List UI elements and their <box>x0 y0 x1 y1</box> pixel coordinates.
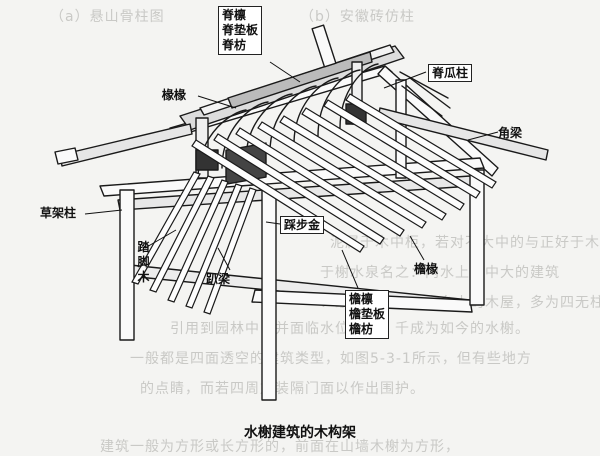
right-rafter <box>401 85 443 117</box>
right-rafter <box>409 77 451 109</box>
figure-caption: 水榭建筑的木构架 <box>244 425 356 441</box>
foot-rafter <box>185 183 243 309</box>
leader-grass-post <box>84 209 123 215</box>
label-ridge-purlin: 脊檩 <box>222 8 247 22</box>
leader-pa-beam <box>217 247 231 271</box>
leader-eave-purlin <box>341 249 359 289</box>
label-roll-rafter: 椽椽 <box>162 88 187 102</box>
label-eave-tie: 檐枋 <box>349 322 374 336</box>
roll-rafter <box>293 77 339 145</box>
ridge-board <box>227 51 373 109</box>
eave-rafter <box>279 115 447 221</box>
right-rafter <box>399 71 449 99</box>
label-grass-post: 草架柱 <box>40 206 77 220</box>
eave-rafter <box>257 121 427 229</box>
eave-rafter <box>213 133 385 245</box>
foot-rafter <box>149 175 215 293</box>
roll-rafter <box>269 85 317 153</box>
eave-rafter <box>345 93 497 189</box>
eave-rafter <box>301 107 465 211</box>
roll-rafter <box>339 63 379 129</box>
front-eave-beam <box>99 157 485 197</box>
post-front-middle <box>261 189 277 401</box>
leader-foot-rafter <box>144 229 177 249</box>
bg-text-caption-left: （a）悬山骨柱图 <box>50 9 165 25</box>
bg-text-line: 泥属于木中柜，若对不大中的与正好于木 <box>330 235 600 251</box>
leader-eave-rafter <box>409 235 425 261</box>
post-front-left <box>119 189 135 341</box>
ridge-cap <box>311 24 337 68</box>
leader-ridge <box>269 61 301 83</box>
label-step-beam: 踩步金 <box>280 216 325 234</box>
bg-text-caption-right: （b）安徽砖仿柱 <box>300 9 415 25</box>
leader-ridge-post <box>383 71 427 89</box>
label-foot-rafter: 踏脚木 <box>137 240 150 284</box>
label-ridge-post: 脊瓜柱 <box>428 64 473 82</box>
leader-roll-rafter <box>197 95 237 109</box>
leader-corner-beam <box>467 131 499 141</box>
label-eave-stack: 檐檩 檐垫板 檐枋 <box>345 290 390 339</box>
label-ridge-tie: 脊枋 <box>222 38 247 52</box>
label-eave-purlin: 檐檩 <box>349 292 374 306</box>
eave-rafter <box>235 127 405 237</box>
label-ridge-board: 脊垫板 <box>222 23 259 37</box>
bg-text-line: 于榭水泉名之：内水上因中大的建筑 <box>320 265 560 281</box>
foot-rafter <box>131 171 201 285</box>
corner-beam-left-tip <box>54 147 79 165</box>
label-eave-rafter: 檐椽 <box>414 262 439 276</box>
bg-text-line: 一般都是四面透空的建筑类型，如图5-3-1所示，但有些地方 <box>130 351 532 367</box>
label-ridge-stack: 脊檩 脊垫板 脊枋 <box>218 6 263 55</box>
label-pa-beam: 趴梁 <box>206 272 231 286</box>
label-eave-board: 檐垫板 <box>349 307 386 321</box>
corner-beam-left <box>59 123 193 167</box>
foot-rafter <box>167 179 229 303</box>
foot-rafter <box>203 187 257 315</box>
bg-text-line: 的点睛，而若四周加装隔门面以作出围护。 <box>140 381 425 397</box>
eave-rafter <box>323 99 481 199</box>
label-corner-beam: 角梁 <box>498 126 523 140</box>
leader-step-beam <box>265 221 281 225</box>
